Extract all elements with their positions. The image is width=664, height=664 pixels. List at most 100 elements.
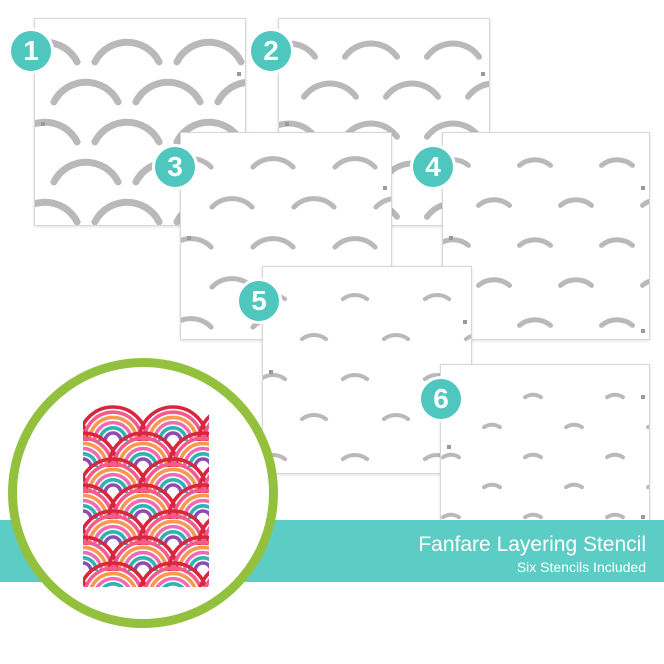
stencil-arc	[301, 80, 359, 100]
rainbow-arc	[167, 535, 209, 572]
stencil-number-badge-3: 3	[152, 144, 198, 190]
stencil-arc	[181, 316, 214, 330]
registration-mark	[641, 515, 645, 519]
rainbow-arc	[190, 610, 216, 619]
rainbow-arc	[161, 582, 185, 587]
stencil-number-badge-4: 4	[410, 144, 456, 190]
stencil-number-badge-6: 6	[418, 376, 464, 422]
rainbow-arc	[147, 467, 199, 494]
stencil-arc	[599, 237, 635, 248]
stencil-number-badge-2: 2	[248, 28, 294, 74]
rainbow-arc	[117, 441, 169, 468]
rainbow-arc	[197, 518, 209, 546]
rainbow-arc	[45, 589, 61, 597]
rainbow-arc	[202, 526, 209, 546]
stencil-arc	[605, 392, 625, 400]
stencil-arc	[422, 293, 452, 302]
rainbow-arc	[103, 535, 123, 546]
rainbow-arc	[139, 615, 207, 619]
rainbow-arc	[215, 579, 252, 597]
stencil-4-pattern	[443, 157, 649, 333]
rainbow-arc	[207, 484, 209, 493]
rainbow-arc	[87, 415, 139, 442]
rainbow-arc	[83, 487, 84, 493]
stencil-arc	[640, 278, 649, 288]
stencil-sheet-5	[262, 266, 472, 474]
rainbow-arc	[117, 493, 169, 520]
stencil-arc	[173, 38, 245, 66]
registration-mark	[463, 320, 467, 324]
rainbow-arc	[172, 488, 209, 520]
rainbow-arc	[40, 428, 66, 441]
rainbow-arc	[167, 483, 209, 520]
stencil-arc	[132, 78, 204, 106]
stencil-arc	[332, 156, 378, 170]
stencil-arc	[523, 452, 543, 460]
rainbow-arc	[83, 509, 93, 520]
rainbow-arc	[199, 615, 267, 619]
registration-mark	[41, 122, 45, 126]
rainbow-arc	[225, 485, 241, 493]
rainbow-arc	[193, 561, 209, 572]
rainbow-arc	[40, 584, 66, 597]
rainbow-arc	[202, 422, 209, 442]
layered-sample-circle	[8, 358, 278, 628]
rainbow-arc	[209, 573, 256, 597]
stencil-arc	[383, 80, 441, 100]
rainbow-arc	[225, 433, 241, 441]
rainbow-arc	[83, 473, 89, 494]
stencil-arc	[564, 422, 584, 430]
rainbow-arc	[83, 539, 84, 545]
rainbow-arc	[35, 527, 72, 545]
rainbow-arc	[177, 441, 209, 468]
rainbow-arc	[29, 417, 76, 441]
stencil-arc	[340, 373, 370, 382]
rainbow-arc	[130, 610, 156, 619]
rainbow-arc	[193, 457, 209, 468]
rainbow-arc	[165, 589, 181, 597]
stencil-6-pattern	[441, 392, 649, 520]
registration-mark	[641, 186, 645, 190]
rainbow-arc	[35, 423, 72, 441]
rainbow-arc	[35, 475, 72, 493]
rainbow-arc	[207, 536, 209, 545]
stencil-arc	[441, 452, 461, 460]
rainbow-arc	[87, 467, 139, 494]
rainbow-arc	[177, 545, 209, 572]
stencil-number-badge-5: 5	[236, 278, 282, 324]
rainbow-arc	[117, 545, 169, 572]
rainbow-arc	[220, 480, 246, 493]
stencil-arc	[476, 277, 512, 288]
rainbow-arc	[45, 433, 61, 441]
rainbow-arc	[220, 532, 246, 545]
rainbow-arc	[197, 466, 209, 494]
stencil-arc	[91, 198, 163, 225]
rainbow-arc	[174, 594, 232, 619]
rainbow-arc	[169, 589, 237, 619]
rainbow-arc	[197, 414, 209, 442]
stencil-arc	[50, 158, 122, 186]
stencil-sheet-4	[442, 132, 650, 340]
stencil-arc	[517, 237, 553, 248]
rainbow-arc	[70, 610, 96, 619]
rainbow-arc	[167, 431, 209, 468]
rainbow-arc	[75, 615, 91, 619]
rainbow-arc	[177, 493, 209, 520]
rainbow-arc	[59, 599, 106, 619]
registration-mark	[481, 72, 485, 76]
registration-mark	[447, 445, 451, 449]
stencil-arc	[605, 512, 625, 520]
rainbow-arc	[133, 561, 153, 572]
rainbow-arc	[163, 535, 183, 546]
rainbow-arc	[29, 573, 76, 597]
registration-mark	[449, 236, 453, 240]
stencil-arc	[558, 197, 594, 208]
rainbow-arc	[83, 545, 109, 572]
stencil-arc	[342, 40, 400, 60]
stencil-arc	[35, 198, 81, 225]
rainbow-arc	[207, 432, 209, 441]
stencil-arc	[291, 196, 337, 210]
stencil-arc	[463, 334, 471, 342]
rainbow-arc	[105, 589, 121, 597]
stencil-arc	[214, 79, 245, 106]
